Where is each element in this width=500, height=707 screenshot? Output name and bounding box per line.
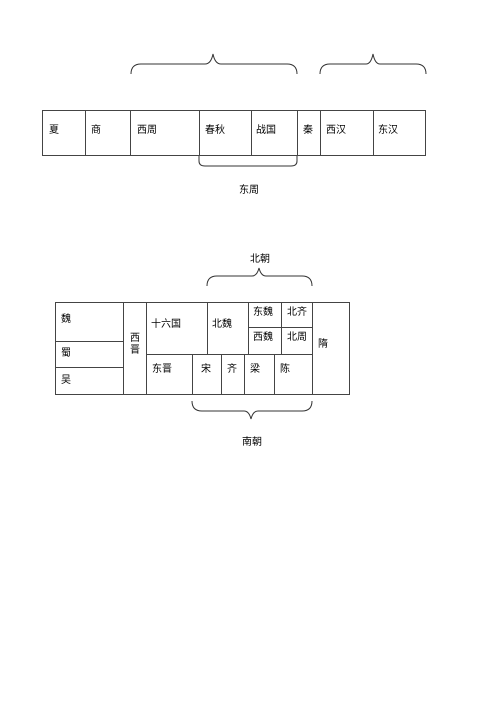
cell-beiqi: 北齐 xyxy=(281,302,313,328)
brace-xizhou-zhanguo xyxy=(130,53,298,75)
cell-beiwei-label: 北魏 xyxy=(212,319,232,330)
cell-wei-threekingdoms: 魏 xyxy=(55,302,124,342)
cell-xijin: 西晋 xyxy=(123,302,147,395)
cell-wei-label: 魏 xyxy=(61,314,71,325)
cell-shiliuguo: 十六国 xyxy=(146,302,208,355)
cell-qi-label: 齐 xyxy=(227,364,237,375)
cell-qi: 齐 xyxy=(221,354,245,395)
cell-dongwei-label: 东魏 xyxy=(253,307,273,318)
cell-xiwei-label: 西魏 xyxy=(253,332,273,343)
cell-xiwei: 西魏 xyxy=(248,327,282,355)
cell-dongwei: 东魏 xyxy=(248,302,282,328)
cell-xijin-label: 西晋 xyxy=(130,333,140,356)
cell-chen-label: 陈 xyxy=(280,364,290,375)
cell-qin-label: 秦 xyxy=(303,125,313,136)
cell-shang: 商 xyxy=(85,110,131,156)
cell-chen: 陈 xyxy=(274,354,313,395)
cell-beiqi-label: 北齐 xyxy=(287,307,307,318)
cell-beiwei: 北魏 xyxy=(207,302,249,355)
cell-shu-label: 蜀 xyxy=(61,348,71,359)
cell-donghan: 东汉 xyxy=(373,110,426,156)
cell-dongjin: 东晋 xyxy=(146,354,193,395)
cell-wu-label: 吴 xyxy=(61,375,71,386)
cell-wu: 吴 xyxy=(55,367,124,395)
cell-dongjin-label: 东晋 xyxy=(152,364,172,375)
cell-beizhou: 北周 xyxy=(281,327,313,355)
brace-nanchao xyxy=(191,400,313,420)
label-dongzhou: 东周 xyxy=(239,185,259,196)
cell-beizhou-label: 北周 xyxy=(287,332,307,343)
cell-zhanguo: 战国 xyxy=(251,110,298,156)
cell-shiliuguo-label: 十六国 xyxy=(151,319,181,330)
cell-liang-label: 梁 xyxy=(250,364,260,375)
cell-qin: 秦 xyxy=(297,110,321,156)
cell-liang: 梁 xyxy=(244,354,275,395)
label-nanchao: 南朝 xyxy=(242,437,262,448)
cell-shang-label: 商 xyxy=(91,125,101,136)
label-beichao: 北朝 xyxy=(250,254,270,265)
cell-shu: 蜀 xyxy=(55,341,124,368)
cell-xihan-label: 西汉 xyxy=(326,125,346,136)
cell-sui: 隋 xyxy=(312,302,350,395)
cell-zhanguo-label: 战国 xyxy=(256,125,276,136)
cell-chunqiu: 春秋 xyxy=(199,110,252,156)
brace-han xyxy=(319,53,427,75)
cell-xia: 夏 xyxy=(42,110,86,156)
cell-song: 宋 xyxy=(192,354,222,395)
cell-song-label: 宋 xyxy=(201,364,211,375)
cell-xizhou: 西周 xyxy=(130,110,200,156)
cell-sui-label: 隋 xyxy=(318,339,328,350)
cell-xihan: 西汉 xyxy=(320,110,374,156)
cell-xia-label: 夏 xyxy=(49,125,59,136)
bracket-dongzhou xyxy=(198,156,298,167)
brace-beichao xyxy=(206,267,313,287)
cell-donghan-label: 东汉 xyxy=(378,125,398,136)
cell-xizhou-label: 西周 xyxy=(137,125,157,136)
cell-chunqiu-label: 春秋 xyxy=(205,125,225,136)
